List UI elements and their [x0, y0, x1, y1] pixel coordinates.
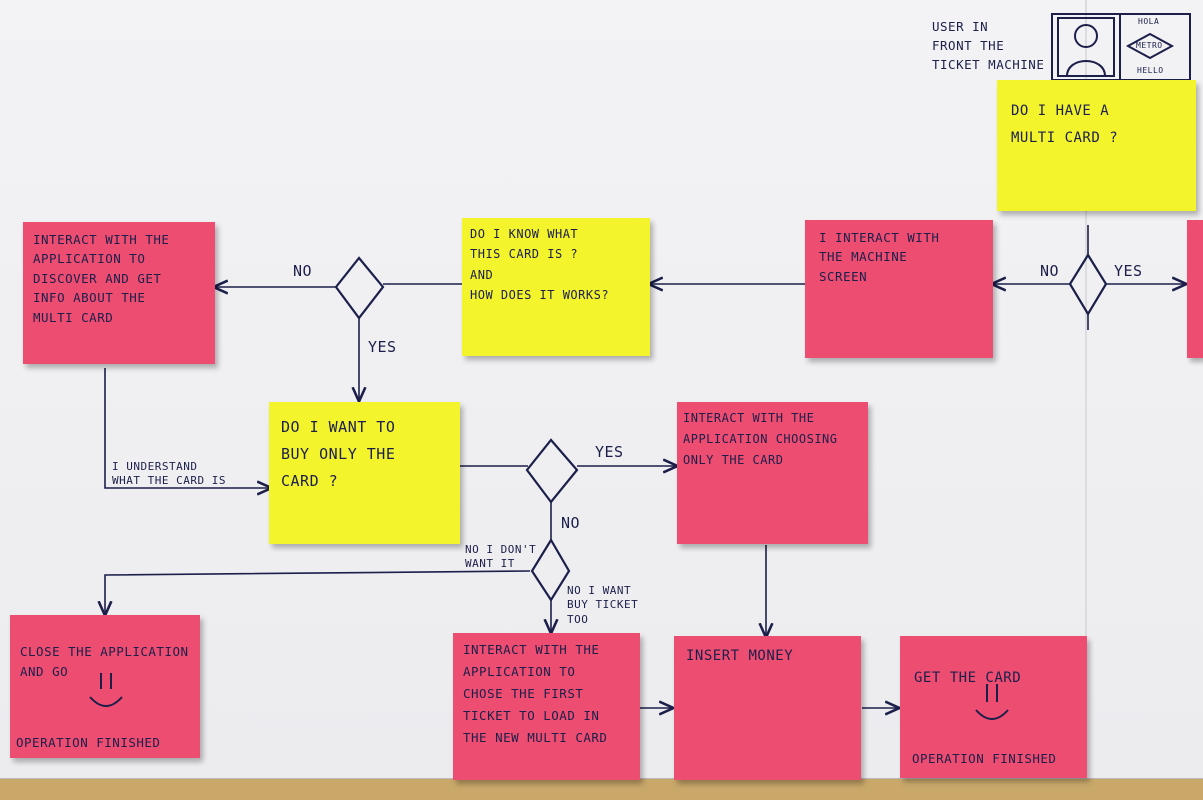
smiley-icon [89, 673, 123, 707]
arrow-dont-want [105, 570, 531, 614]
label-yes-down: YES [368, 338, 397, 356]
note-interact-discover: INTERACT WITH THE APPLICATION TO DISCOVE… [23, 222, 215, 364]
note-next-step-partial [1187, 220, 1203, 358]
note-buy-only-card: DO I WANT TO BUY ONLY THE CARD ? [269, 402, 460, 544]
machine-text-hola: HOLA [1138, 17, 1160, 26]
note-multi-card-question: DO I HAVE A MULTI CARD ? [997, 80, 1196, 211]
label-no-mid: NO [561, 514, 581, 532]
decision-diamond-ticket [530, 537, 571, 603]
close-finished-text: OPERATION FINISHED [16, 734, 161, 750]
note-know-card: DO I KNOW WHAT THIS CARD IS ? AND HOW DO… [462, 218, 650, 356]
get-card-text: GET THE CARD [914, 669, 1022, 686]
user-label: USER IN FRONT THE TICKET MACHINE [932, 19, 1045, 72]
label-yes-mid: YES [595, 443, 624, 461]
paper-seam [1085, 0, 1087, 778]
note-interact-machine-screen: I INTERACT WITH THE MACHINE SCREEN [805, 220, 993, 358]
machine-text-metro: METRO [1136, 41, 1163, 50]
note-interact-choose-card: INTERACT WITH THE APPLICATION CHOOSING O… [677, 402, 868, 544]
ticket-machine-sketch [1051, 13, 1191, 81]
label-dont-want: NO I DON'T WANT IT [465, 543, 537, 571]
arrow-understand [104, 368, 270, 488]
label-understand: I UNDERSTAND WHAT THE CARD IS [112, 460, 226, 488]
decision-diamond-multicard [1068, 252, 1108, 317]
note-choose-first-ticket: INTERACT WITH THE APPLICATION TO CHOSE T… [453, 633, 640, 780]
label-no-top-right: NO [1040, 262, 1060, 280]
note-get-card: GET THE CARD OPERATION FINISHED [900, 636, 1087, 778]
smiley-icon [975, 684, 1009, 720]
label-no-left: NO [293, 262, 313, 280]
label-want-ticket: NO I WANT BUY TICKET TOO [567, 584, 639, 626]
note-close-application: CLOSE THE APPLICATION AND GO OPERATION F… [10, 615, 200, 758]
note-insert-money: INSERT MONEY [674, 636, 861, 780]
label-yes-top-right: YES [1114, 262, 1143, 280]
decision-diamond-buy [525, 438, 579, 504]
get-finished-text: OPERATION FINISHED [912, 750, 1057, 766]
machine-text-hello: HELLO [1137, 66, 1164, 75]
close-application-text: CLOSE THE APPLICATION AND GO [20, 644, 189, 679]
decision-diamond-know [334, 256, 385, 320]
